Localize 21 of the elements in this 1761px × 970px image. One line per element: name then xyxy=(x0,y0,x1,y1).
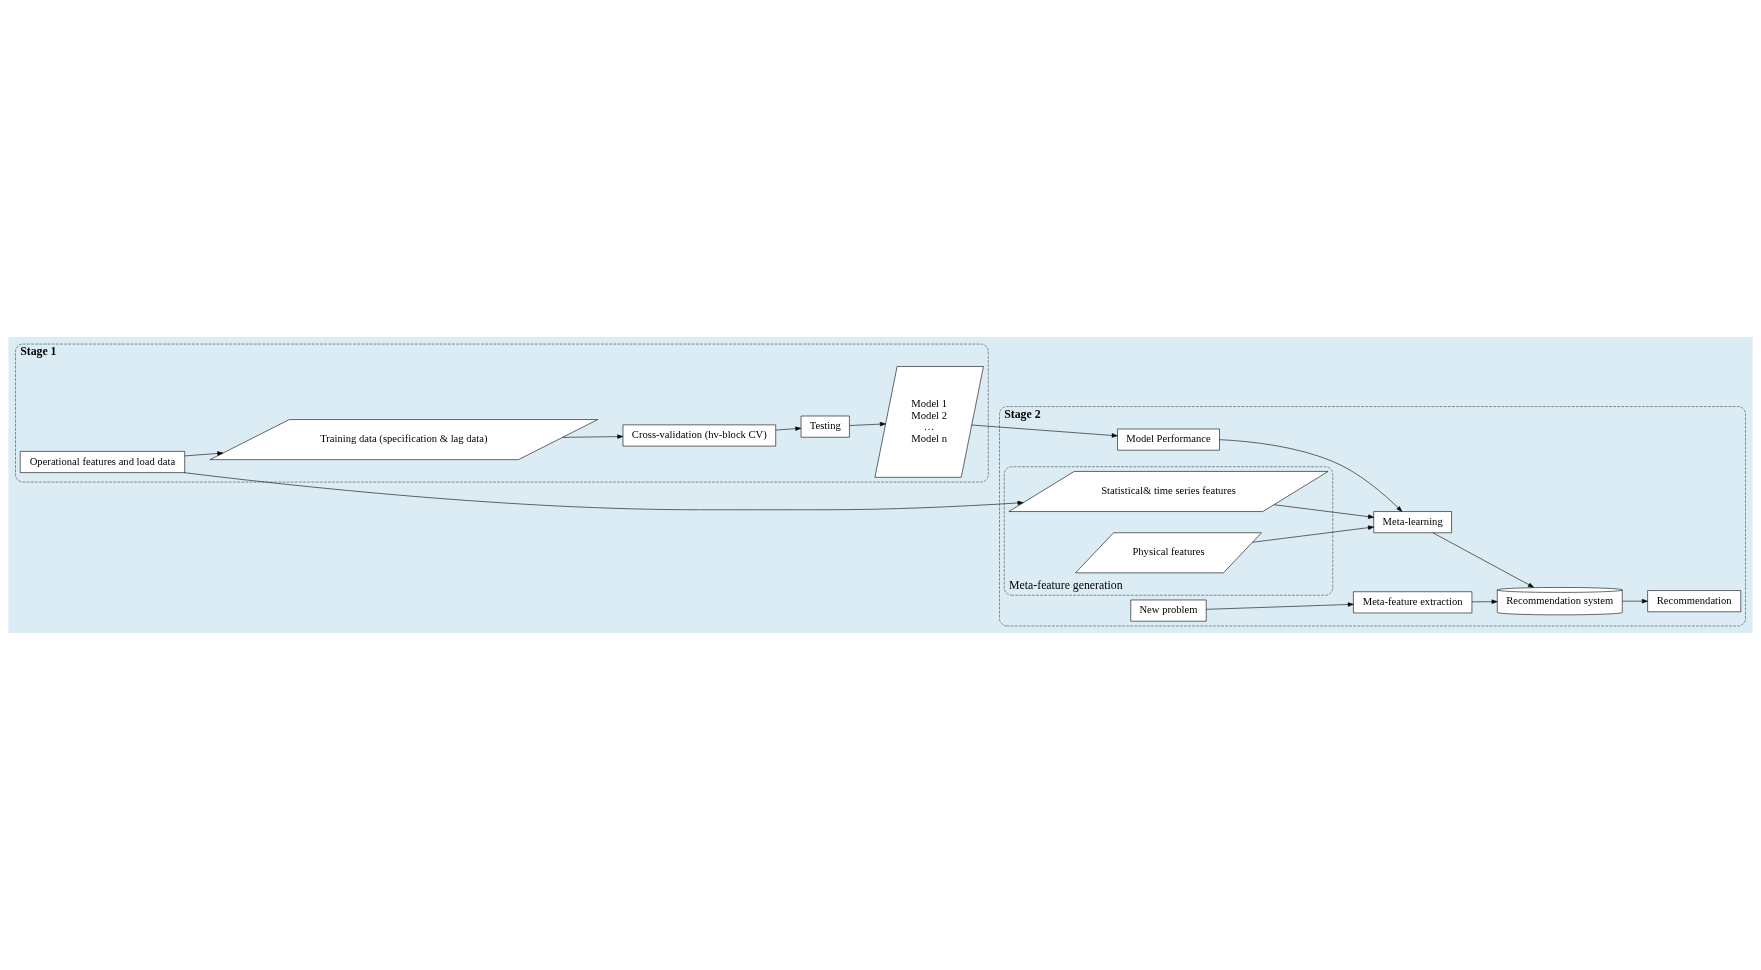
arrow xyxy=(775,426,802,431)
arrow xyxy=(184,451,224,457)
arrow xyxy=(1205,602,1354,610)
arrow xyxy=(1471,599,1498,604)
arrow xyxy=(1622,599,1648,604)
arrow xyxy=(849,421,886,427)
arrow xyxy=(1219,439,1403,512)
node-box: New problem xyxy=(1130,599,1207,622)
node-box: Operational features and load data xyxy=(19,451,185,473)
node-box: Recommendation xyxy=(1647,590,1742,613)
arrow xyxy=(1273,504,1374,519)
arrow xyxy=(183,472,1024,511)
node-box: Testing xyxy=(800,415,850,438)
arrow xyxy=(1252,525,1374,543)
arrow xyxy=(971,424,1118,438)
arrow xyxy=(1432,532,1534,588)
node-box: Model Performance xyxy=(1117,428,1220,451)
arrow xyxy=(562,434,624,439)
node-box: Cross-validation (hv-block CV) xyxy=(622,424,776,447)
node-box: Meta-learning xyxy=(1373,511,1452,534)
node-box: Meta-feature extraction xyxy=(1353,591,1473,614)
